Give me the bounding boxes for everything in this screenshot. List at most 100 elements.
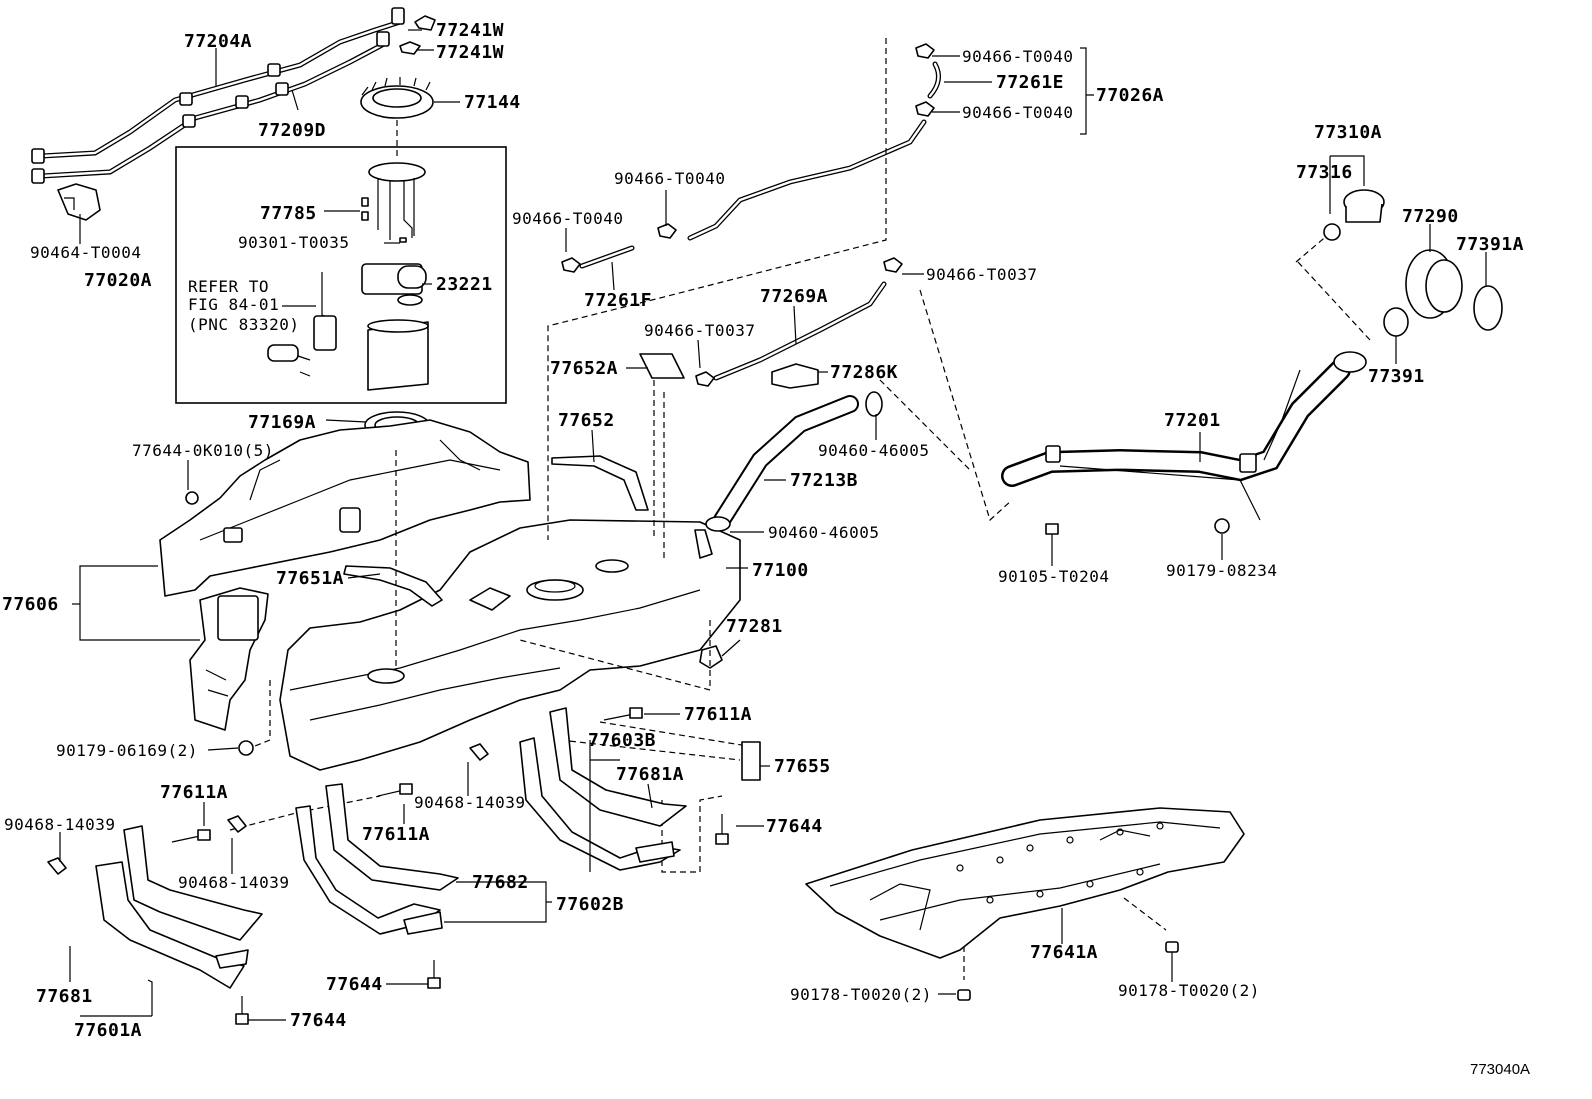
ref-line-k <box>661 795 723 873</box>
filler-pipe-77201 <box>1001 351 1367 521</box>
band-77652 <box>551 455 649 511</box>
leader-lines <box>59 29 1487 1021</box>
vent-tube-77026A <box>657 119 927 241</box>
fuel-tank-77100 <box>279 519 741 771</box>
note-line-2: FIG 84-01 <box>188 295 279 314</box>
label-77391A: 77391A <box>1456 234 1524 255</box>
pad-77655 <box>741 741 761 781</box>
label-77644-0K010: 77644-0K010(5) <box>132 441 274 460</box>
clamp-77286K <box>771 363 819 389</box>
ref-line-b <box>919 289 1013 522</box>
label-77611A-b: 77611A <box>362 824 430 845</box>
label-77261E: 77261E <box>996 72 1064 93</box>
label-77603B: 77603B <box>588 730 656 751</box>
label-90301-T0035: 90301-T0035 <box>238 233 349 252</box>
label-77655: 77655 <box>774 756 831 777</box>
label-77213B: 77213B <box>790 470 858 491</box>
label-77785: 77785 <box>260 203 317 224</box>
hose-77213B <box>705 391 883 532</box>
fuel-pump-23221 <box>361 263 427 306</box>
label-77651A: 77651A <box>276 568 344 589</box>
label-77606: 77606 <box>2 594 59 615</box>
gasket-77391 <box>1383 307 1409 337</box>
fuel-cap-77310A <box>1323 189 1385 241</box>
band-77602B <box>295 783 459 935</box>
sender-gauge <box>267 272 337 377</box>
gasket-77391A <box>1473 285 1503 331</box>
pump-filter-cup <box>367 319 429 391</box>
label-77204A: 77204A <box>184 31 252 52</box>
label-77290: 77290 <box>1402 206 1459 227</box>
label-77611A-c: 77611A <box>160 782 228 803</box>
label-77641A: 77641A <box>1030 942 1098 963</box>
label-77310A: 77310A <box>1314 122 1382 143</box>
label-90466-T0040-c: 90466-T0040 <box>614 169 725 188</box>
label-77316: 77316 <box>1296 162 1353 183</box>
pump-assembly-77785 <box>361 162 426 243</box>
ref-line-c <box>879 379 971 471</box>
label-90466-T0040-d: 90466-T0040 <box>512 209 623 228</box>
labels: 77204A 77241W 77241W 77144 77209D 90464-… <box>2 20 1530 1078</box>
label-90468-14039-c: 90468-14039 <box>178 873 289 892</box>
label-77681A: 77681A <box>616 764 684 785</box>
band-77601A <box>95 825 263 989</box>
label-77020A: 77020A <box>84 270 152 291</box>
skid-plate-77641A <box>805 807 1245 1001</box>
label-90179-08234: 90179-08234 <box>1166 561 1277 580</box>
label-90466-T0040-b: 90466-T0040 <box>962 103 1073 122</box>
label-77241W-2: 77241W <box>436 42 504 63</box>
label-77241W-1: 77241W <box>436 20 504 41</box>
fuel-tube-77204A <box>31 7 436 184</box>
label-77391: 77391 <box>1368 366 1425 387</box>
bolt-90105-T0204 <box>1045 523 1059 546</box>
label-77026A: 77026A <box>1096 85 1164 106</box>
label-90466-T0040-a: 90466-T0040 <box>962 47 1073 66</box>
label-77261F: 77261F <box>584 290 652 311</box>
label-77601A: 77601A <box>74 1020 142 1041</box>
pad-77652A <box>639 353 685 379</box>
retainer-ring-77144 <box>360 77 434 119</box>
nut-90179-08234 <box>1214 518 1230 534</box>
clamp-90464-T0004 <box>57 183 101 221</box>
label-90460-46005-a: 90460-46005 <box>818 441 929 460</box>
clip-77281 <box>699 645 723 669</box>
ref-line-h <box>519 620 711 691</box>
label-77602B: 77602B <box>556 894 624 915</box>
protector-77606-lower <box>189 587 269 731</box>
label-77652: 77652 <box>558 410 615 431</box>
ref-line-g <box>249 680 271 749</box>
label-90178-T0020-b: 90178-T0020(2) <box>1118 981 1260 1000</box>
band-77603B <box>519 707 687 871</box>
bolts-and-clips <box>47 707 729 1025</box>
label-90179-06169: 90179-06169(2) <box>56 741 198 760</box>
inlet-77290 <box>1405 249 1463 319</box>
label-77201: 77201 <box>1164 410 1221 431</box>
label-77682: 77682 <box>472 872 529 893</box>
label-77269A: 77269A <box>760 286 828 307</box>
label-77209D: 77209D <box>258 120 326 141</box>
clip-77644-0K010 <box>185 491 199 505</box>
label-90460-46005-b: 90460-46005 <box>768 523 879 542</box>
band-77651A <box>343 565 443 607</box>
label-77281: 77281 <box>726 616 783 637</box>
label-77611A-a: 77611A <box>684 704 752 725</box>
label-77169A: 77169A <box>248 412 316 433</box>
label-77652A: 77652A <box>550 358 618 379</box>
label-77644-b: 77644 <box>326 974 383 995</box>
label-77144: 77144 <box>464 92 521 113</box>
label-90178-T0020-a: 90178-T0020(2) <box>790 985 932 1004</box>
ref-line-i <box>1295 227 1371 341</box>
label-90466-T0037-a: 90466-T0037 <box>926 265 1037 284</box>
fuel-pump-group-box <box>175 146 507 404</box>
vent-hose-77261E <box>915 43 942 117</box>
hose-77261F <box>561 245 635 273</box>
figure-id: 773040A <box>1470 1061 1530 1078</box>
ref-line-a <box>547 38 887 540</box>
note-line-3: (PNC 83320) <box>188 315 299 334</box>
hose-77269A <box>695 257 903 387</box>
label-90466-T0037-b: 90466-T0037 <box>644 321 755 340</box>
label-90468-14039-b: 90468-14039 <box>4 815 115 834</box>
label-90464-T0004: 90464-T0004 <box>30 243 141 262</box>
label-77644-a: 77644 <box>766 816 823 837</box>
